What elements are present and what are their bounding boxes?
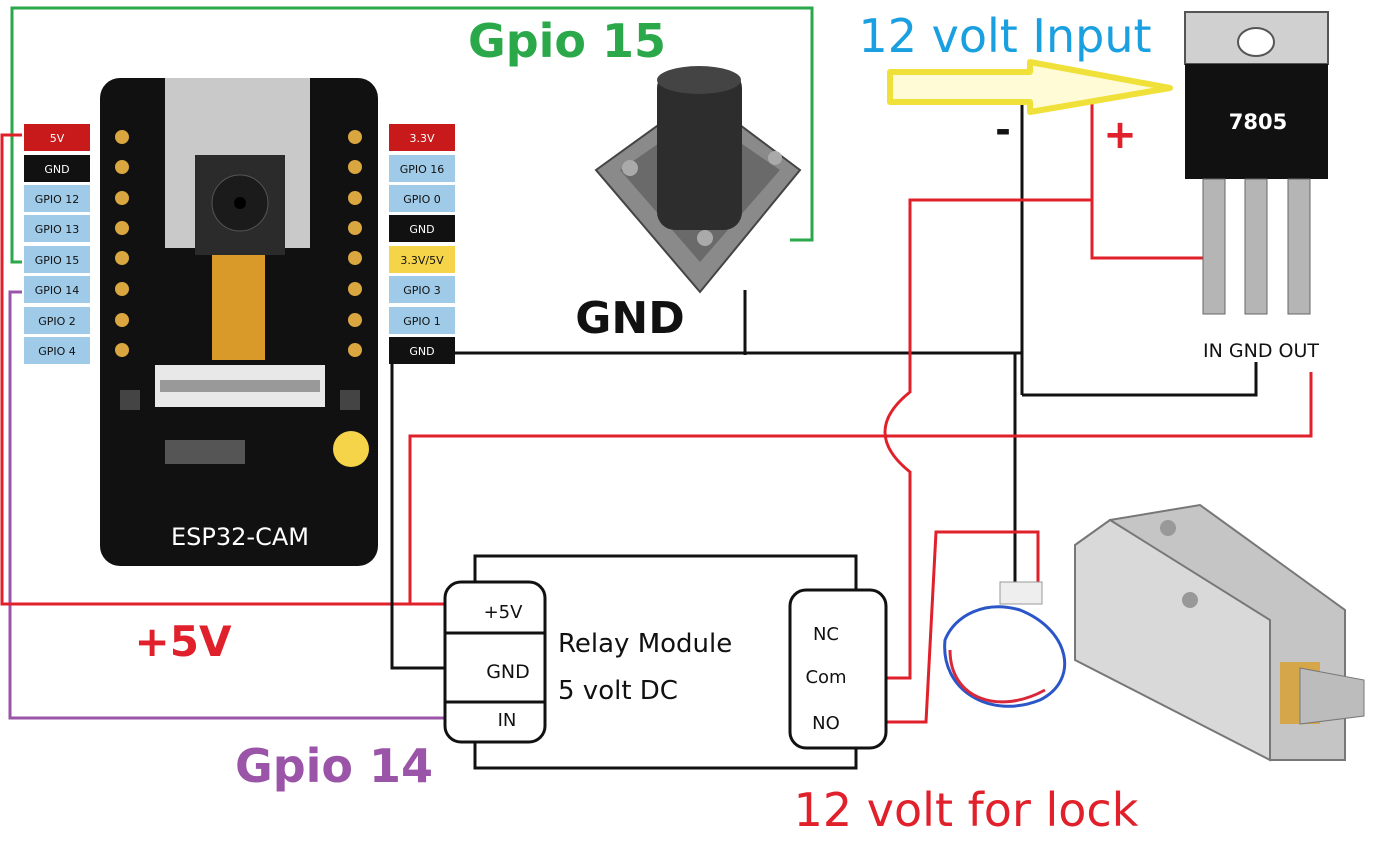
esp-pin-vcc: 3.3V/5V	[400, 254, 444, 267]
regulator-pin-labels: IN GND OUT	[1203, 340, 1319, 362]
esp-pin-gpio16: GPIO 16	[400, 163, 445, 176]
board-name: ESP32-CAM	[171, 523, 309, 551]
relay-pin-gnd: GND	[486, 661, 530, 683]
gnd-label: GND	[575, 293, 684, 344]
relay-pin-com: Com	[805, 667, 846, 688]
esp-pin-gpio0: GPIO 0	[403, 193, 441, 206]
relay-pin-in: IN	[498, 710, 517, 731]
gpio14-label: Gpio 14	[235, 739, 433, 793]
gpio15-label: Gpio 15	[468, 14, 666, 68]
esp-pin-gpio1: GPIO 1	[403, 315, 441, 328]
push-button	[594, 66, 802, 294]
reg-gnd-wire	[1022, 362, 1258, 397]
solenoid-lock	[943, 503, 1365, 762]
lock-12v-label: 12 volt for lock	[794, 783, 1139, 837]
esp-pin-gnd-right: GND	[409, 223, 434, 236]
relay-module	[443, 554, 888, 770]
esp-pin-gpio13: GPIO 13	[35, 223, 80, 236]
esp-pin-gpio14: GPIO 14	[35, 284, 80, 297]
esp-pin-gpio3: GPIO 3	[403, 284, 441, 297]
relay-title-line2: 5 volt DC	[558, 676, 678, 706]
com-wire	[878, 198, 1092, 680]
relay-pin-nc: NC	[813, 624, 839, 645]
esp-pin-gpio15: GPIO 15	[35, 254, 80, 267]
plus5v-label: +5V	[135, 617, 232, 666]
7805-regulator	[1184, 11, 1329, 315]
input-12v-label: 12 volt Input	[858, 9, 1151, 63]
esp-pin-gnd-left: GND	[44, 163, 69, 176]
esp-pin-gpio2: GPIO 2	[38, 315, 76, 328]
plus-12v-wire	[1090, 94, 1210, 260]
esp-left-holes	[113, 128, 131, 359]
esp-left-pins: 5V GND GPIO 12 GPIO 13 GPIO 15 GPIO 14 G…	[24, 124, 90, 364]
minus-label: -	[995, 108, 1011, 152]
relay-pin-no: NO	[812, 713, 840, 734]
esp-pin-gpio4: GPIO 4	[38, 345, 76, 358]
esp-pin-gpio12: GPIO 12	[35, 193, 80, 206]
regulator-label: 7805	[1229, 110, 1287, 134]
esp-pin-gnd-bottom: GND	[409, 345, 434, 358]
esp-pin-3v3: 3.3V	[409, 132, 434, 145]
relay-title-line1: Relay Module	[558, 629, 732, 659]
esp32-cam-board	[100, 78, 378, 566]
relay-pin-5v: +5V	[484, 602, 524, 623]
gpio14-wire	[8, 290, 455, 720]
gpio15-wire	[10, 6, 814, 264]
reg-out-wire	[408, 372, 1313, 604]
esp-right-pins: 3.3V GPIO 16 GPIO 0 GND 3.3V/5V GPIO 3 G…	[389, 124, 455, 364]
input-arrow	[887, 59, 1173, 115]
esp-pin-5v: 5V	[50, 132, 65, 145]
no-wire	[878, 530, 1040, 724]
esp-right-holes	[346, 128, 364, 359]
5v-wire	[0, 133, 455, 606]
plus-label: +	[1103, 112, 1137, 158]
